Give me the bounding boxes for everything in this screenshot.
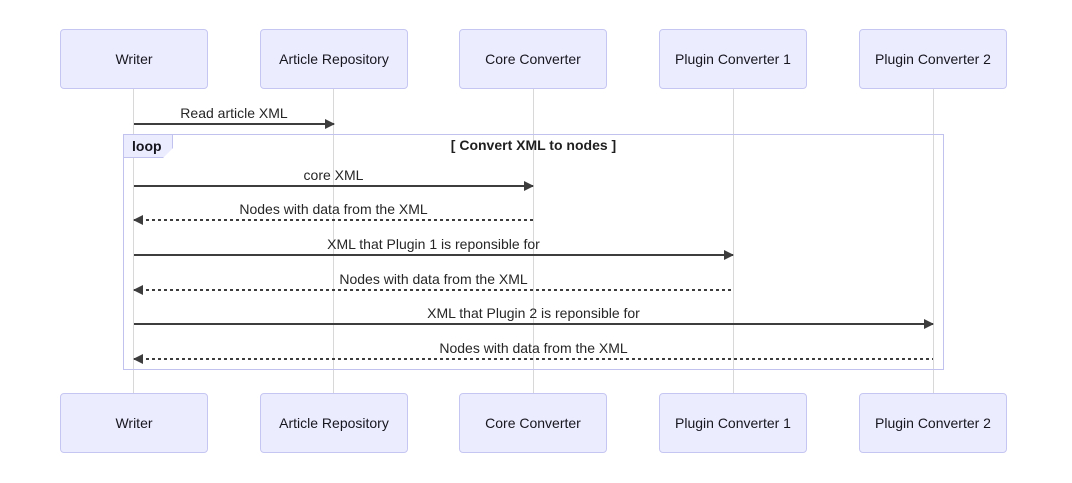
loop-tab: loop [123,134,173,158]
lifeline-article-repository [333,89,334,393]
loop-tab-label: loop [132,138,162,154]
lifeline-plugin-converter-1 [733,89,734,393]
actor-bottom-core-converter: Core Converter [459,393,607,453]
message-line-plugin1-xml [134,250,734,260]
message-label-core-xml: core XML [303,167,364,183]
actor-label: Article Repository [279,415,389,431]
actor-label: Article Repository [279,51,389,67]
actor-bottom-article-repository: Article Repository [260,393,408,453]
message-line-core-xml [134,181,534,191]
actor-label: Writer [115,415,153,431]
actor-top-article-repository: Article Repository [260,29,408,89]
message-label-plugin1-xml: XML that Plugin 1 is reponsible for [327,236,540,252]
actor-label: Writer [115,51,153,67]
actor-top-plugin-converter-2: Plugin Converter 2 [859,29,1007,89]
message-label-nodes-from-core: Nodes with data from the XML [239,201,428,217]
message-label-plugin2-xml: XML that Plugin 2 is reponsible for [427,305,640,321]
arrowhead-right-icon [325,119,335,129]
lifeline-core-converter [533,89,534,393]
message-line-nodes-from-plugin1 [133,285,733,295]
arrowhead-left-icon [133,354,143,364]
lifeline-writer [133,89,134,393]
actor-label: Plugin Converter 2 [875,51,991,67]
actor-top-core-converter: Core Converter [459,29,607,89]
arrowhead-left-icon [133,285,143,295]
message-label-read-article-xml: Read article XML [180,105,288,121]
message-line-nodes-from-core [133,215,533,225]
actor-label: Core Converter [485,51,581,67]
actor-label: Plugin Converter 1 [675,415,791,431]
message-line-nodes-from-plugin2 [133,354,933,364]
actor-top-writer: Writer [60,29,208,89]
actor-label: Plugin Converter 2 [875,415,991,431]
lifeline-plugin-converter-2 [933,89,934,393]
actor-bottom-plugin-converter-1: Plugin Converter 1 [659,393,807,453]
message-line-read-article-xml [134,119,335,129]
actor-bottom-writer: Writer [60,393,208,453]
message-label-nodes-from-plugin1: Nodes with data from the XML [339,271,528,287]
message-label-nodes-from-plugin2: Nodes with data from the XML [439,340,628,356]
actor-label: Plugin Converter 1 [675,51,791,67]
actor-top-plugin-converter-1: Plugin Converter 1 [659,29,807,89]
arrowhead-left-icon [133,215,143,225]
loop-frame [123,134,944,370]
actor-bottom-plugin-converter-2: Plugin Converter 2 [859,393,1007,453]
arrowhead-right-icon [524,181,534,191]
actor-label: Core Converter [485,415,581,431]
loop-title: [ Convert XML to nodes ] [450,137,617,153]
arrowhead-right-icon [924,319,934,329]
arrowhead-right-icon [724,250,734,260]
message-line-plugin2-xml [134,319,934,329]
